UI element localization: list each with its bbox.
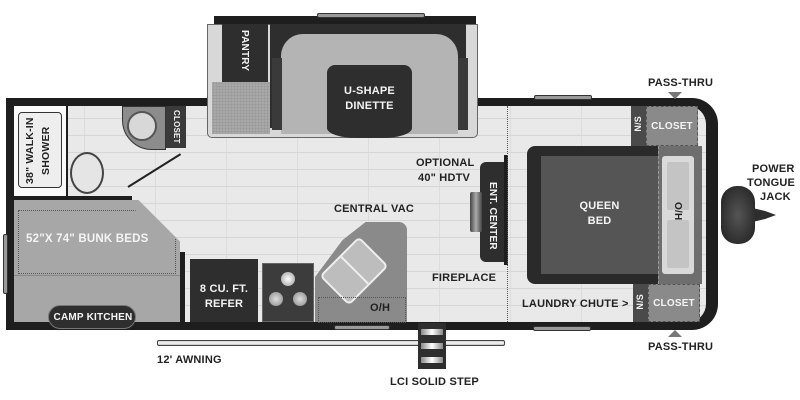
bed-overhead-cabinet: O/H xyxy=(662,156,694,274)
central-vac-label: CENTRAL VAC xyxy=(334,203,415,215)
cabinet-panel xyxy=(667,220,689,268)
stove xyxy=(262,263,314,322)
optional-tv-label-1: OPTIONAL xyxy=(416,157,475,169)
tongue-jack-label-2: TONGUE xyxy=(747,177,796,189)
queen-bed: QUEEN BED xyxy=(541,156,658,274)
pass-thru-top-arrow-icon xyxy=(668,92,682,99)
refer-label-1: 8 CU. FT. xyxy=(199,283,249,295)
camp-kitchen: CAMP KITCHEN xyxy=(48,305,136,329)
bath-closet-label: CLOSET xyxy=(172,110,181,144)
refrigerator: 8 CU. FT. REFER xyxy=(190,259,258,322)
bunk-wall xyxy=(180,252,185,322)
bunk-beds-divider xyxy=(14,275,180,276)
nightstand-top: N/S xyxy=(631,106,646,146)
step-tread xyxy=(421,329,443,335)
cabinet-panel xyxy=(667,162,689,210)
burner xyxy=(293,292,307,306)
step-label: LCI SOLID STEP xyxy=(390,376,479,388)
camp-kitchen-label: CAMP KITCHEN xyxy=(53,312,133,323)
step-tread xyxy=(421,343,443,349)
tongue-jack-icon xyxy=(721,186,755,244)
dinette-table: U-SHAPE DINETTE xyxy=(327,65,412,138)
sink-divider xyxy=(340,256,369,285)
bath-closet: CLOSET xyxy=(166,106,186,148)
kitchen-overhead xyxy=(318,297,406,323)
fireplace-icon xyxy=(470,192,482,232)
dinette-label-1: U-SHAPE xyxy=(344,85,395,97)
optional-tv-label-2: 40" HDTV xyxy=(418,172,471,184)
burner xyxy=(281,272,295,286)
entry-step xyxy=(418,323,446,369)
kitchen-overhead-label: O/H xyxy=(370,302,391,314)
closet-bottom: CLOSET xyxy=(648,284,700,322)
pantry-counter xyxy=(212,82,270,134)
shower: 38" WALK-IN SHOWER xyxy=(14,106,68,196)
tongue-jack-label-1: POWER xyxy=(752,163,795,175)
step-tread xyxy=(421,357,443,363)
queen-bed-label-2: BED xyxy=(587,215,612,227)
awning-label: 12' AWNING xyxy=(157,354,222,366)
fireplace-label: FIREPLACE xyxy=(432,272,497,284)
ent-center: ENT. CENTER xyxy=(480,162,504,262)
sink-basin xyxy=(127,111,157,141)
shower-label-1: 38" WALK-IN xyxy=(24,117,36,185)
shower-pan: 38" WALK-IN SHOWER xyxy=(18,112,62,188)
nightstand-bottom-label: N/S xyxy=(635,294,645,310)
nightstand-top-label: N/S xyxy=(633,116,643,132)
shower-label-2: SHOWER xyxy=(40,126,52,176)
bed-overhead-label: O/H xyxy=(672,202,683,221)
window xyxy=(533,326,591,331)
dinette-seat-right xyxy=(458,58,468,130)
window xyxy=(3,234,8,294)
pass-thru-bottom-label: PASS-THRU xyxy=(648,341,714,353)
pass-thru-top-label: PASS-THRU xyxy=(648,77,714,89)
window xyxy=(317,13,425,18)
bedroom-divider xyxy=(507,106,508,322)
ent-center-label: ENT. CENTER xyxy=(487,182,498,250)
closet-bottom-label: CLOSET xyxy=(653,298,695,309)
ent-center-wall xyxy=(504,155,508,265)
closet-top: CLOSET xyxy=(646,106,698,146)
bathroom-bottom-wall xyxy=(14,196,132,200)
pantry-label: PANTRY xyxy=(239,30,250,72)
toilet xyxy=(70,152,104,194)
laundry-chute-label: LAUNDRY CHUTE > xyxy=(522,298,629,310)
dinette-seat-left xyxy=(272,58,282,130)
bunk-beds-mattress xyxy=(18,210,176,274)
dinette-label-2: DINETTE xyxy=(345,100,394,112)
tongue-jack-label-3: JACK xyxy=(760,191,791,203)
queen-bed-label-1: QUEEN xyxy=(579,200,620,212)
awning xyxy=(157,340,505,346)
refer-label-2: REFER xyxy=(204,298,244,310)
nightstand-bottom: N/S xyxy=(633,284,648,322)
pantry: PANTRY xyxy=(222,24,268,82)
closet-top-label: CLOSET xyxy=(651,121,693,132)
bunk-beds xyxy=(14,200,180,322)
bunk-beds-label: 52"X 74" BUNK BEDS xyxy=(26,233,149,245)
pass-thru-bottom-arrow-icon xyxy=(668,330,682,337)
window xyxy=(534,95,592,100)
burner xyxy=(269,292,283,306)
window xyxy=(334,325,390,330)
